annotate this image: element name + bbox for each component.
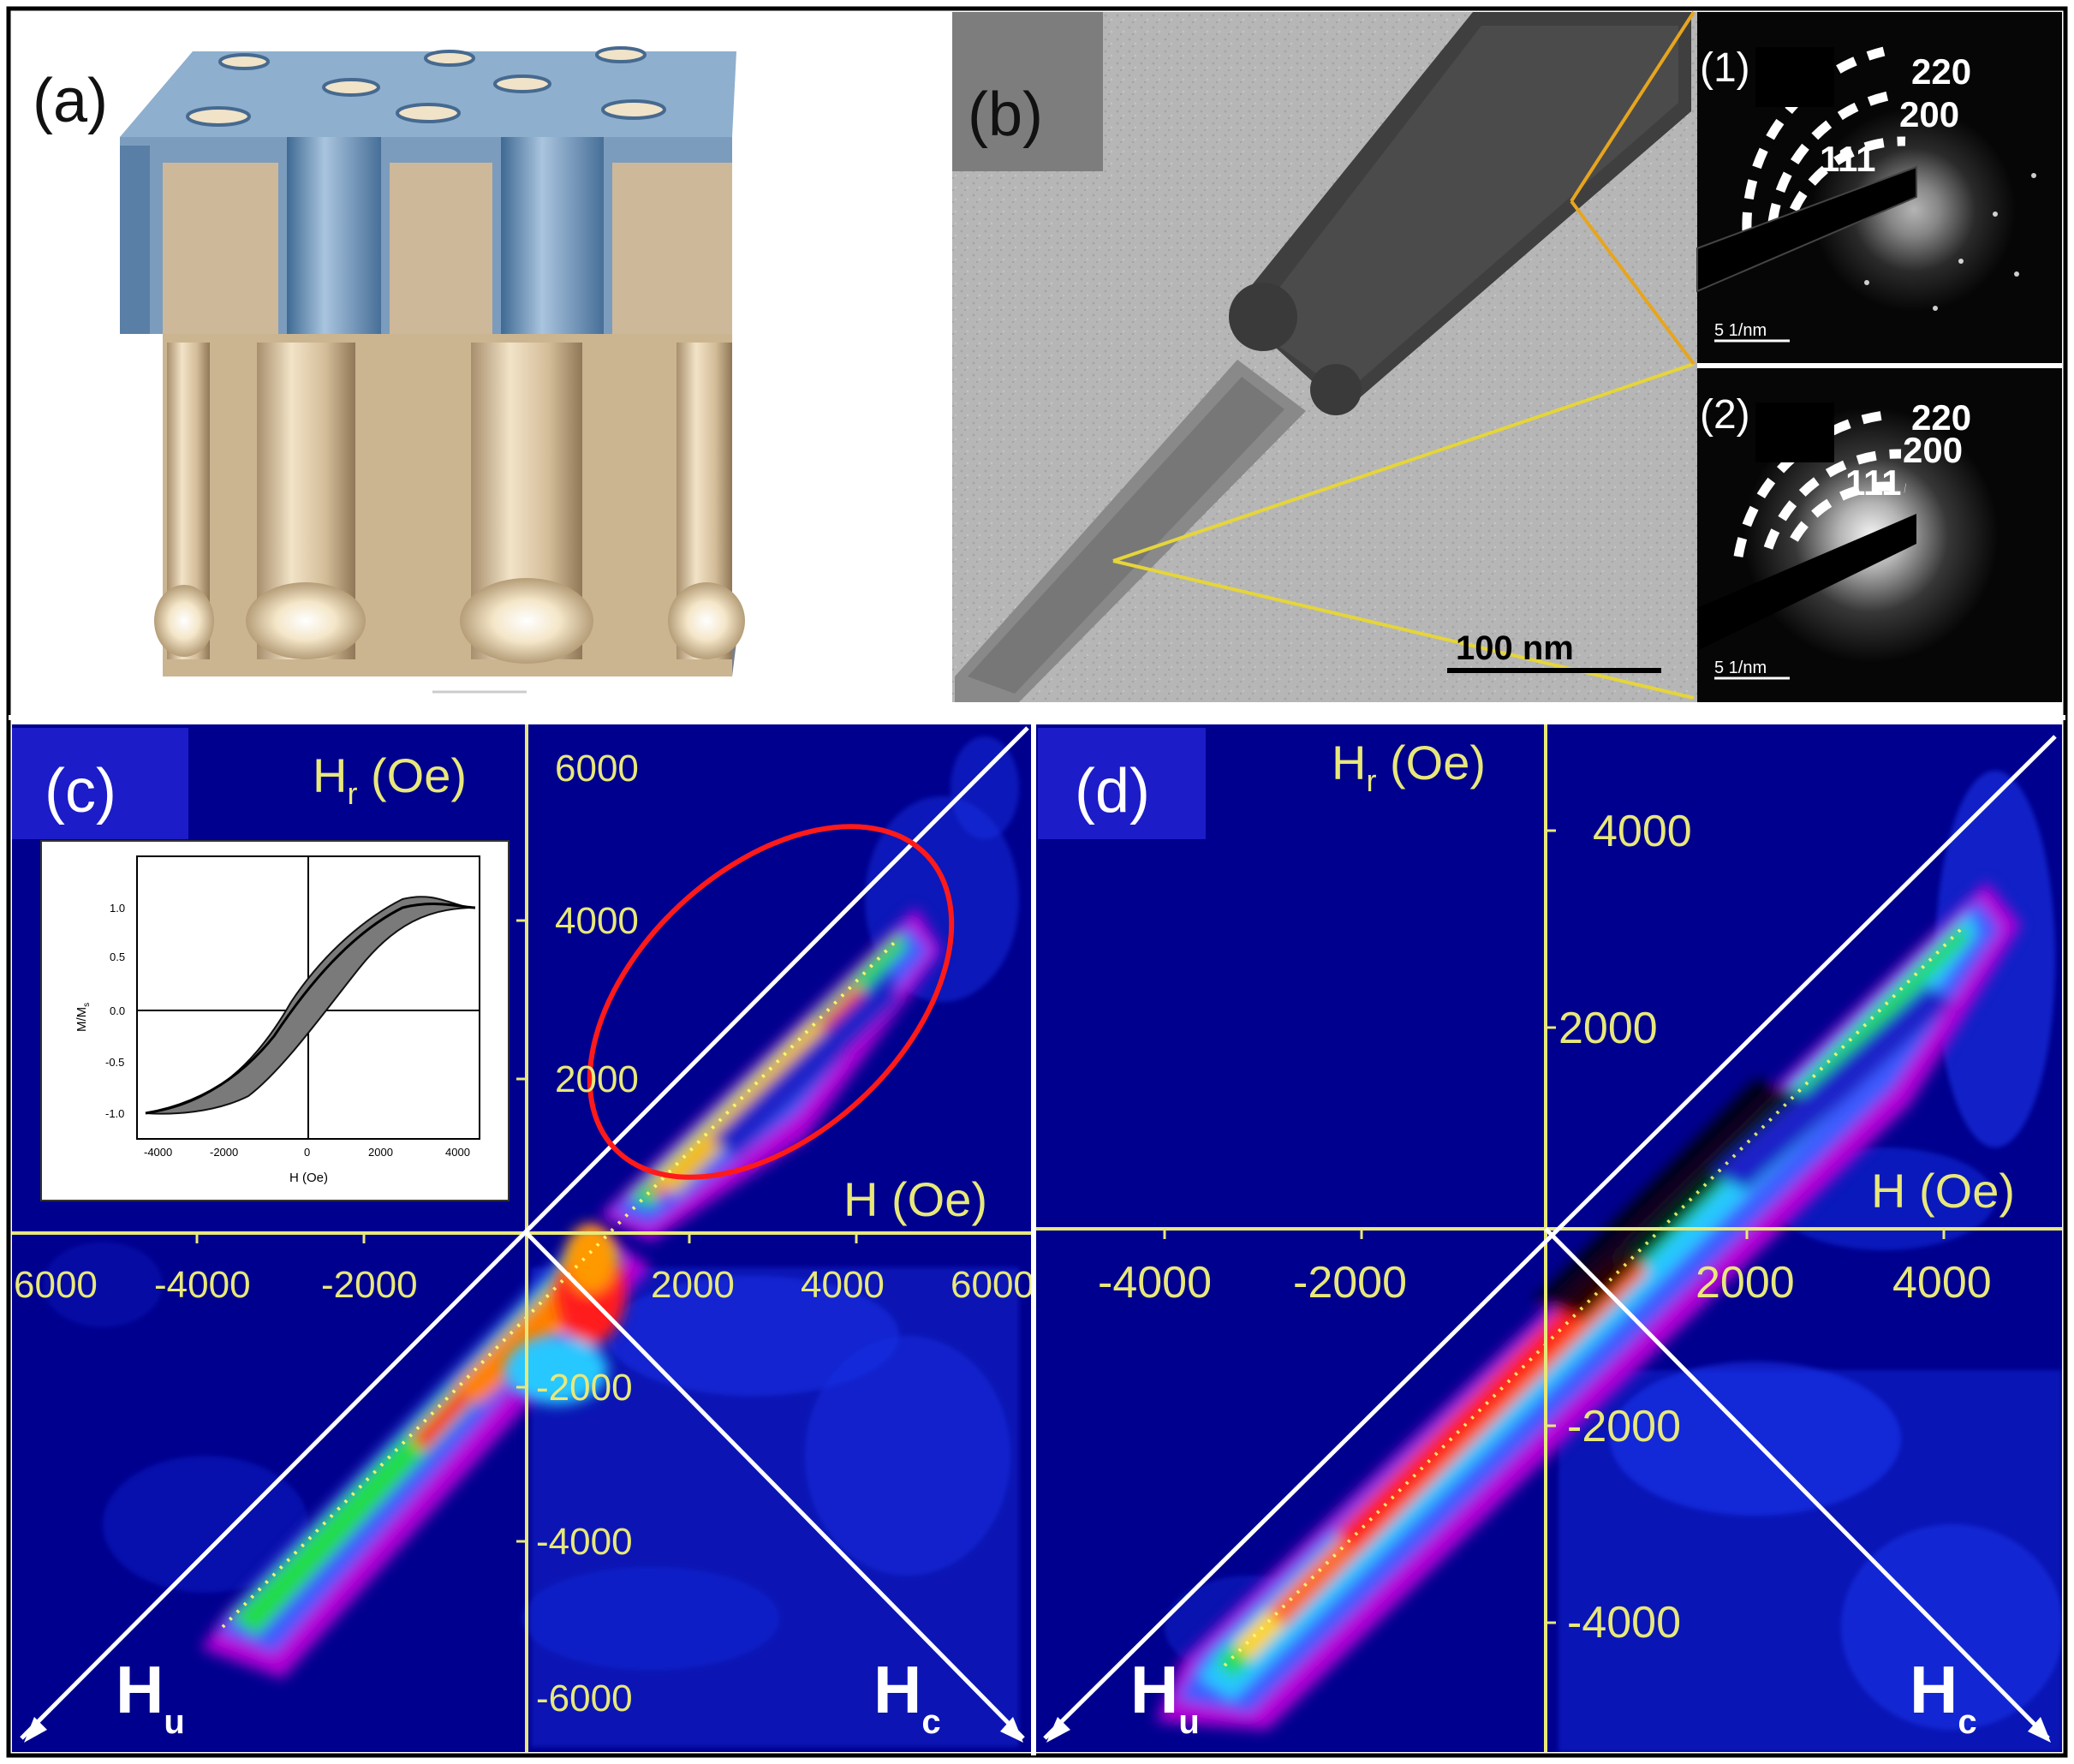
svg-text:-4000: -4000 (536, 1521, 633, 1563)
saed-inset-1 (1696, 12, 2062, 363)
svg-text:-4000: -4000 (1098, 1258, 1212, 1308)
svg-text:6000: 6000 (951, 1264, 1034, 1306)
membrane-pores (154, 343, 745, 664)
svg-text:-2000: -2000 (210, 1146, 238, 1159)
panel-c-corner-hc: Hc (873, 1652, 941, 1741)
panel-c-inset-xlabel: H (Oe) (289, 1171, 328, 1185)
svg-text:2000: 2000 (555, 1058, 639, 1100)
svg-text:4000: 4000 (1593, 807, 1692, 856)
svg-text:-0.5: -0.5 (105, 1056, 124, 1069)
panel-d-corner-hu: Hu (1130, 1652, 1200, 1741)
panel-c-inset-ylabel: M/Ms (74, 1003, 92, 1032)
panel-c-x-axis-label: H (Oe) (843, 1172, 987, 1226)
saed-inset-1-label: (1) (1700, 45, 1750, 91)
svg-text:4000: 4000 (445, 1146, 470, 1159)
panel-c-highlight-ellipse (587, 824, 955, 1180)
saed-inset-2-ring-220: 220 (1911, 397, 1971, 438)
panel-a-membrane-illustration (120, 46, 745, 694)
saed-inset-2-scale: 5 1/nm (1714, 659, 1767, 677)
panel-c-hysteresis-inset (40, 840, 510, 1201)
panel-c-corner-hu: Hu (116, 1652, 185, 1741)
svg-text:0.5: 0.5 (110, 951, 125, 963)
svg-text:4000: 4000 (801, 1264, 885, 1306)
membrane-top-holes (186, 46, 666, 127)
svg-text:1.0: 1.0 (110, 902, 125, 915)
panel-a-label: (a) (33, 67, 108, 135)
panel-d-x-axis-label: H (Oe) (1871, 1164, 2015, 1218)
svg-text:-4000: -4000 (1567, 1598, 1681, 1648)
svg-text:2000: 2000 (1696, 1258, 1795, 1308)
panel-c-y-axis-label: Hr (Oe) (313, 748, 467, 811)
saed-inset-2-ring-111: 111 (1845, 462, 1901, 503)
panel-d-label: (d) (1075, 757, 1150, 825)
panel-d-y-axis-label: Hr (Oe) (1332, 736, 1486, 798)
panel-b-label-box (952, 12, 1103, 171)
svg-text:2000: 2000 (368, 1146, 393, 1159)
svg-text:-4000: -4000 (144, 1146, 172, 1159)
svg-text:2000: 2000 (651, 1264, 735, 1306)
panel-d-corner-hc: Hc (1910, 1652, 1977, 1741)
tem-scalebar-label: 100 nm (1456, 629, 1574, 667)
svg-text:6000: 6000 (555, 748, 639, 790)
panel-c-label: (c) (45, 757, 116, 825)
saed-inset-1-ring-111: 111 (1820, 139, 1875, 179)
panel-d-label-box (1038, 728, 1206, 839)
svg-text:6000: 6000 (14, 1264, 98, 1306)
panel-b-label: (b) (968, 80, 1043, 149)
saed-inset-2-label: (2) (1700, 392, 1750, 438)
panel-c-x-ticks: 6000 -4000 -2000 2000 4000 6000 (14, 1264, 1034, 1306)
svg-text:0.0: 0.0 (110, 1004, 125, 1017)
svg-text:0: 0 (304, 1146, 310, 1159)
svg-text:-2000: -2000 (536, 1367, 633, 1409)
saed-inset-1-scale: 5 1/nm (1714, 321, 1767, 340)
svg-text:-2000: -2000 (1567, 1402, 1681, 1451)
saed-inset-1-ring-220: 220 (1911, 51, 1971, 92)
panel-d-forc-diagram (1036, 724, 2062, 1752)
panel-d-y-ticks: 4000 2000 -2000 -4000 (1558, 807, 1692, 1648)
saed-inset-1-ring-200: 200 (1899, 94, 1959, 134)
svg-text:-6000: -6000 (536, 1678, 633, 1719)
svg-text:-4000: -4000 (154, 1264, 251, 1306)
svg-text:-2000: -2000 (1293, 1258, 1407, 1308)
svg-text:4000: 4000 (555, 900, 639, 942)
saed-inset-2-ring-200: 200 (1903, 430, 1963, 470)
svg-text:4000: 4000 (1892, 1258, 1992, 1308)
svg-text:-1.0: -1.0 (105, 1107, 124, 1120)
svg-text:2000: 2000 (1558, 1004, 1658, 1053)
panel-c-label-box (12, 728, 188, 839)
saed-inset-2 (1697, 368, 2062, 702)
panel-c-y-ticks: 6000 4000 2000 -2000 -4000 -6000 (536, 748, 639, 1719)
svg-text:-2000: -2000 (321, 1264, 418, 1306)
panel-d-x-ticks: -4000 -2000 2000 4000 (1098, 1258, 1992, 1308)
panel-c-inset-ticks: 1.0 0.5 0.0 -0.5 -1.0 -4000 -2000 0 2000… (105, 902, 470, 1159)
